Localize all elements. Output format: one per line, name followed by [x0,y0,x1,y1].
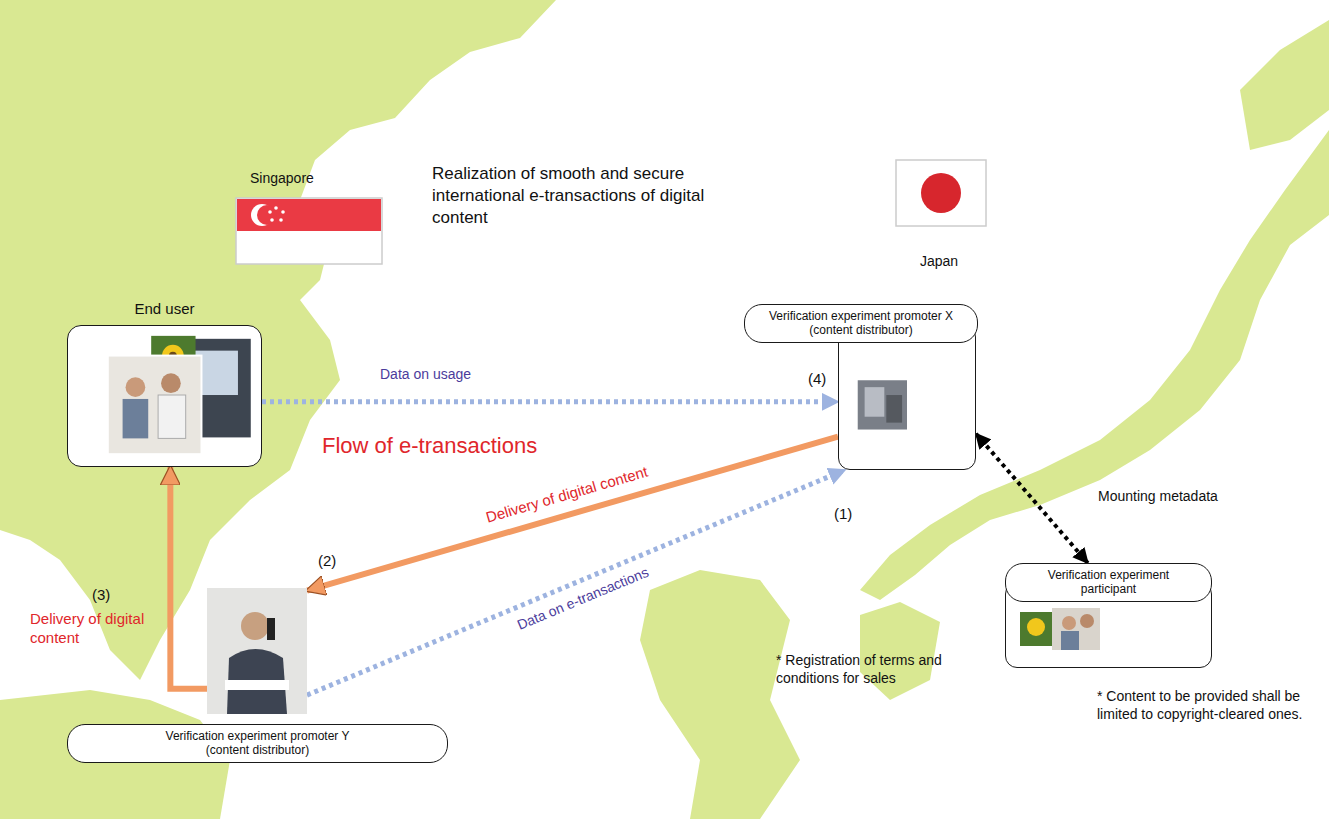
flow-arrow [976,434,1088,563]
note: * Registration of terms and conditions f… [776,652,966,687]
user-photos [68,326,261,466]
asia-mainland [0,0,556,680]
node-heading: End user [68,300,261,317]
country-name: Japan [920,253,958,271]
callout-number: (2) [318,552,336,571]
note: * Content to be provided shall be limite… [1097,688,1322,723]
edge-label: Mounting metadata [1098,488,1218,506]
distributor-photo [207,588,307,714]
flow-arrow [170,467,207,689]
label-pill: Verification experiment promoter X (cont… [744,304,978,343]
distributor-photo [839,326,975,469]
edge-label: Data on e-transactions [515,564,652,635]
callout-number: (3) [92,586,110,605]
flow-arrow [307,437,838,591]
node-label: Verification experiment promoter X (cont… [755,309,967,338]
japan-flag [896,160,986,226]
southern-islands [640,570,800,819]
process-box: Verification experiment promoter Y (cont… [207,588,307,714]
edge-label: Data on usage [380,366,471,384]
node-label: Verification experiment promoter Y (cont… [143,729,373,758]
callout-number: (4) [808,370,826,389]
process-box: Verification experiment participant [1005,563,1212,668]
diagram-title: Realization of smooth and secure interna… [432,163,752,229]
label-pill: Verification experiment participant [1005,563,1212,602]
flow-arrow [262,399,838,404]
singapore-flag [236,198,382,264]
callout-number: (1) [834,505,852,524]
process-box: End user [67,325,262,467]
process-box: Verification experiment promoter X (cont… [838,325,976,470]
label-pill: Verification experiment promoter Y (cont… [67,724,448,763]
flow-arrow [307,470,845,695]
japan-hokkaido [1240,20,1329,150]
flow-heading: Flow of e-transactions [322,432,537,460]
edge-label: Delivery of digital content [30,610,148,648]
country-name: Singapore [250,170,314,188]
node-label: Verification experiment participant [1021,568,1196,597]
